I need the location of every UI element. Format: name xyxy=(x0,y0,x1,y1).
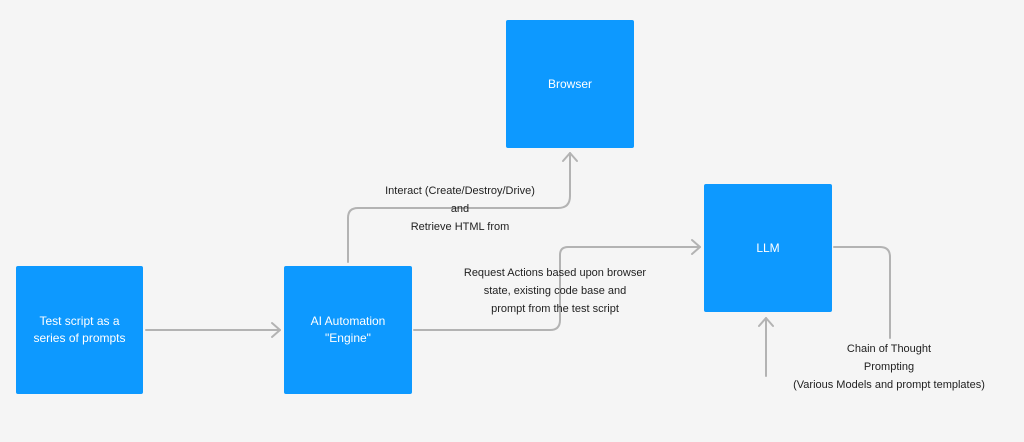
arrowhead-llm xyxy=(691,239,701,255)
arrowhead-llm-loop xyxy=(758,317,774,327)
ai-automation-engine-node: AI Automation "Engine" xyxy=(284,266,412,394)
chain-of-thought-edge-label: Chain of Thought Prompting (Various Mode… xyxy=(793,343,985,391)
request-actions-edge-label: Request Actions based upon browser state… xyxy=(463,267,647,315)
edge-llm-loop xyxy=(833,246,891,339)
edge-ai-to-llm xyxy=(413,246,701,331)
test-script-label: Test script as a series of prompts xyxy=(33,314,126,345)
ai-automation-engine-label: AI Automation "Engine" xyxy=(310,314,386,345)
arrowhead-ai xyxy=(271,322,281,338)
llm-node: LLM xyxy=(704,184,832,312)
browser-node: Browser xyxy=(506,20,634,148)
arrowhead-browser xyxy=(562,152,578,162)
llm-label: LLM xyxy=(756,240,780,255)
interact-edge-label: Interact (Create/Destroy/Drive) and Retr… xyxy=(385,185,535,233)
edge-ai-to-browser xyxy=(347,152,571,263)
browser-label: Browser xyxy=(547,76,592,91)
test-script-node: Test script as a series of prompts xyxy=(16,266,143,394)
